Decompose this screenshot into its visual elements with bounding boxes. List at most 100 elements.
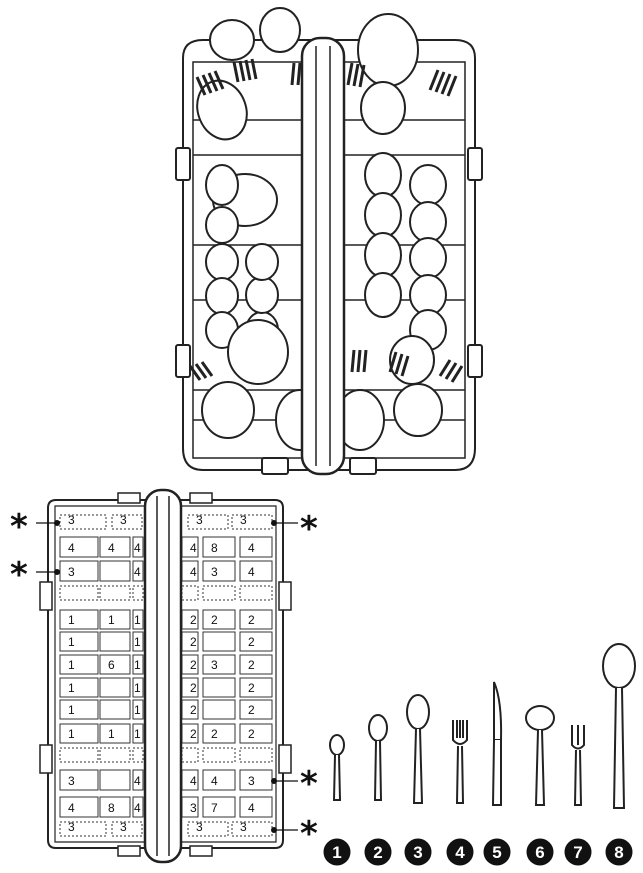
asterisk-marker: * (271, 764, 318, 804)
grid-cell-label: 2 (248, 727, 255, 741)
utensil-item: 8 (602, 643, 636, 866)
grid-cell: 4 (59, 796, 99, 818)
grid-cell-label: 7 (211, 801, 218, 815)
grid-cell-label: 2 (190, 727, 197, 741)
grid-cell: 2 (239, 609, 273, 630)
utensil-item: 7 (564, 725, 592, 866)
grid-cell-label: 1 (68, 727, 75, 741)
grid-cell-label: 1 (68, 658, 75, 672)
grid-cell (99, 560, 131, 582)
grid-cell-label: 4 (190, 541, 197, 555)
grid-cell-label: 6 (108, 658, 115, 672)
grid-cell-label: 1 (134, 681, 141, 695)
utensil-number: 1 (332, 843, 341, 862)
grid-cell-label: 4 (134, 774, 141, 788)
grid-cell: 1 (132, 609, 144, 630)
grid-cell: 1 (132, 677, 144, 698)
grid-cell: 1 (132, 699, 144, 720)
grid-cell (99, 677, 131, 698)
loaded-basket-illustration (175, 7, 483, 476)
grid-cell-label: 2 (190, 703, 197, 717)
utensil-item: 4 (446, 720, 474, 866)
grid-cell: 2 (239, 699, 273, 720)
grid-cell (59, 585, 99, 601)
grid-cell: 2 (239, 723, 273, 744)
grid-cell (99, 769, 131, 791)
grid-cell: 2 (202, 723, 236, 744)
grid-cell-label: 4 (134, 565, 141, 579)
grid-cell: 3 (202, 560, 236, 582)
grid-cell-label: 4 (248, 541, 255, 555)
grid-cell: 1 (59, 677, 99, 698)
grid-cell (202, 677, 236, 698)
grid-cell: 8 (99, 796, 131, 818)
grid-cell: 3 (59, 513, 107, 530)
utensil-number: 6 (535, 843, 544, 862)
grid-cell-label: 1 (134, 658, 141, 672)
utensil-item: 2 (364, 714, 392, 866)
grid-cell: 4 (181, 536, 199, 558)
grid-cell-label: 2 (248, 613, 255, 627)
utensil-item: 5 (483, 681, 511, 866)
asterisk-symbol: * (300, 509, 318, 549)
grid-cell-label: 4 (248, 565, 255, 579)
grid-cell (99, 747, 131, 763)
grid-cell: 4 (181, 769, 199, 791)
grid-cell-label: 3 (248, 774, 255, 788)
grid-cell-label: 4 (211, 774, 218, 788)
grid-cell-label: 4 (248, 801, 255, 815)
grid-cell-label: 4 (108, 541, 115, 555)
soup-spoon-icon (525, 705, 555, 806)
grid-cell-label: 3 (68, 565, 75, 579)
grid-cell-label: 1 (68, 613, 75, 627)
grid-cell: 4 (132, 560, 144, 582)
grid-cell: 4 (202, 769, 236, 791)
grid-cell: 2 (181, 631, 199, 652)
asterisk-marker: * (10, 555, 60, 595)
utensil-number-badge: 5 (483, 838, 511, 866)
grid-cell: 1 (59, 699, 99, 720)
grid-cell-label: 3 (196, 820, 203, 834)
grid-cell: 4 (59, 536, 99, 558)
utensil-number: 2 (373, 843, 382, 862)
grid-cell: 2 (239, 631, 273, 652)
asterisk-marker: * (10, 507, 60, 547)
utensil-number: 3 (413, 843, 422, 862)
basket-handle (143, 488, 183, 864)
grid-cell-label: 8 (108, 801, 115, 815)
grid-cell (132, 585, 144, 601)
grid-cell: 3 (111, 820, 143, 837)
utensil-number-badge: 3 (404, 838, 432, 866)
grid-cell (202, 747, 236, 763)
grid-cell: 3 (187, 513, 229, 530)
grid-cell: 8 (202, 536, 236, 558)
grid-cell: 4 (239, 796, 273, 818)
grid-cell-label: 3 (120, 820, 127, 834)
grid-cell: 1 (59, 609, 99, 630)
serving-spoon-icon (602, 643, 636, 809)
grid-cell: 3 (231, 820, 273, 837)
grid-cell: 2 (239, 677, 273, 698)
grid-cell-label: 3 (211, 565, 218, 579)
small-spoon-icon (329, 734, 345, 801)
grid-cell: 7 (202, 796, 236, 818)
asterisk-symbol: * (10, 507, 28, 547)
grid-cell: 3 (239, 769, 273, 791)
utensil-number: 5 (492, 843, 501, 862)
grid-cell (99, 585, 131, 601)
grid-cell: 3 (59, 769, 99, 791)
special-position-markers: * * * * * (10, 507, 318, 854)
grid-cell: 2 (239, 654, 273, 675)
grid-cell: 1 (59, 723, 99, 744)
grid-cell: 4 (181, 560, 199, 582)
grid-cell: 4 (239, 536, 273, 558)
grid-cell-label: 2 (190, 613, 197, 627)
grid-cell: 2 (181, 609, 199, 630)
utensil-number-badge: 6 (526, 838, 554, 866)
grid-cell: 3 (59, 560, 99, 582)
grid-cell-label: 8 (211, 541, 218, 555)
asterisk-symbol: * (300, 814, 318, 854)
grid-cell: 1 (99, 723, 131, 744)
